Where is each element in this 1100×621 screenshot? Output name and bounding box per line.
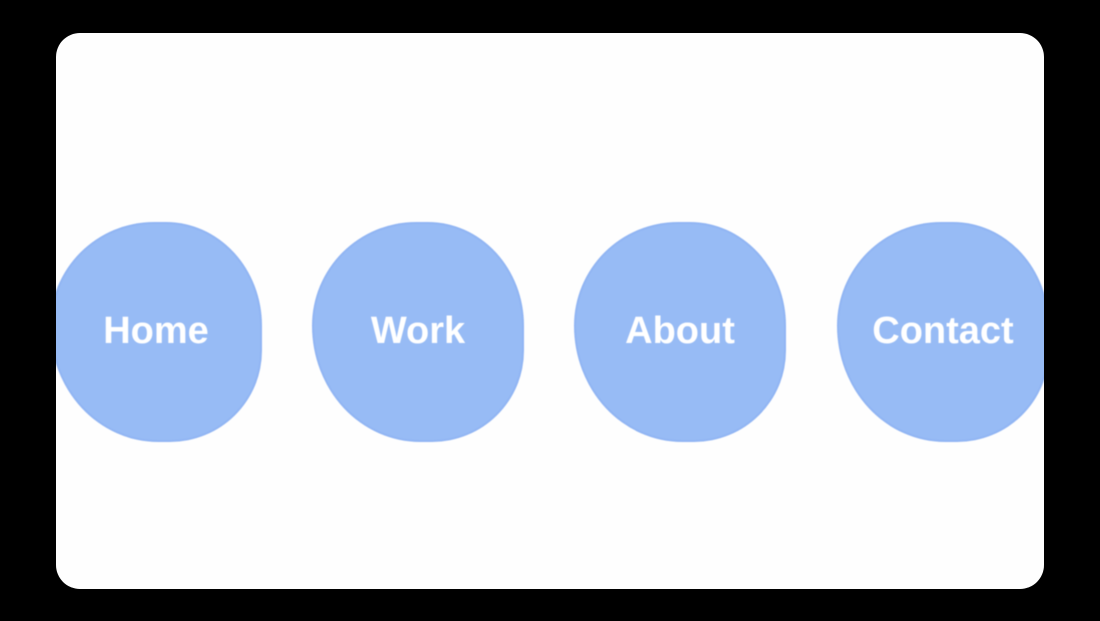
- nav-item-about-label: About: [625, 309, 735, 352]
- nav-item-about[interactable]: About: [574, 222, 786, 442]
- content-panel: Home Work About Contact: [56, 33, 1044, 589]
- nav-item-home[interactable]: Home: [56, 222, 262, 442]
- nav-item-work-label: Work: [370, 309, 466, 352]
- circle-nav-menu: Home Work About Contact: [56, 33, 1044, 589]
- nav-item-home-label: Home: [103, 309, 209, 352]
- nav-item-work[interactable]: Work: [312, 222, 524, 442]
- nav-item-contact[interactable]: Contact: [837, 222, 1044, 442]
- nav-item-contact-label: Contact: [872, 309, 1014, 352]
